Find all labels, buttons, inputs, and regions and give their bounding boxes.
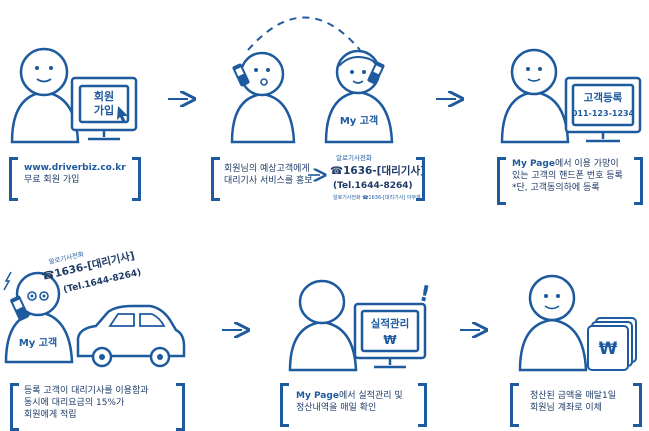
caption-bracket-left <box>280 383 289 427</box>
phone-icon <box>232 63 250 87</box>
step-3-illustration: 고객등록 011-123-1234 <box>500 48 642 144</box>
caption-line: My Page에서 실적관리 및 <box>296 390 403 402</box>
caption-bracket-left <box>10 383 19 431</box>
car-icon <box>76 304 186 368</box>
step-1-illustration: 회원 가입 <box>10 47 138 144</box>
customer-label: My 고객 <box>19 336 57 349</box>
call-arc <box>247 16 361 51</box>
caption-line: 정산된 금액을 매달1일 <box>530 391 616 401</box>
caption-line: 대리기사 서비스를 홍보 <box>224 176 313 186</box>
won-icon: ₩ <box>383 333 397 347</box>
caption-bracket-right <box>416 157 425 201</box>
caption-bracket-right <box>176 383 185 431</box>
caption-bracket-right <box>634 157 643 205</box>
card-small-bottom: 알로기사전화 ☎1636-[대리기사] 아무개 <box>333 194 421 201</box>
step-5-illustration: 실적관리 ₩ ! <box>288 279 432 372</box>
screen-performance-title: 실적관리 <box>371 317 410 330</box>
caption-line: My Page에서 이용 가망이 <box>512 158 623 170</box>
card-small-top: 알로기사전화 <box>336 153 372 162</box>
caption-line: 있는 고객의 핸드폰 번호 등록 <box>512 171 623 181</box>
screen-join-line2: 가입 <box>94 103 114 117</box>
caption-bracket-right <box>132 157 141 201</box>
caption-bracket-left <box>211 157 220 201</box>
computer-monitor <box>70 76 138 141</box>
step-3-caption: My Page에서 이용 가망이 있는 고객의 핸드폰 번호 등록 *단, 고객… <box>512 158 623 194</box>
computer-monitor <box>564 76 642 143</box>
step-2-caption: 회원님의 예상고객에게 대리기사 서비스를 홍보 <box>224 163 313 187</box>
caption-line: 회원님의 예상고객에게 <box>224 164 310 174</box>
caption-line: 무료 회원 가입 <box>24 175 80 185</box>
cursor-icon <box>117 106 128 123</box>
caption-line: 정산내역을 매일 확인 <box>296 403 377 413</box>
caption-bracket-right <box>633 383 642 427</box>
step-4-caption: 등록 고객이 대리기사를 이용함과 동시에 대리요금의 15%가 회원에게 적립 <box>24 385 149 421</box>
caption-bracket-left <box>497 157 506 205</box>
customer-figure <box>324 49 394 144</box>
step-4-illustration: My 고객 알로기사전화 ☎1636-[대리기사] (Tel.1644-8264… <box>3 249 186 368</box>
signal-icon <box>3 271 12 291</box>
exclamation-mark: ! <box>417 281 432 308</box>
my-page-label: My Page <box>296 391 339 401</box>
screen-register-number: 011-123-1234 <box>572 109 635 118</box>
card-tel-number: (Tel.1644-8264) <box>333 181 413 191</box>
member-figure <box>230 51 296 144</box>
money-stack-icon <box>587 317 637 371</box>
service-number-card: 알로기사전화 ☎1636-[대리기사] (Tel.1644-8264) 알로기사… <box>330 153 425 201</box>
caption-line-rest: 에서 실적관리 및 <box>338 391 403 401</box>
caption-line: 등록 고객이 대리기사를 이용함과 <box>24 386 149 396</box>
caption-line: 회원에게 적립 <box>24 410 77 420</box>
caption-line: 동시에 대리요금의 15%가 <box>24 398 125 408</box>
caption-bracket-left <box>9 157 18 201</box>
screen-join-line1: 회원 <box>94 89 114 103</box>
step-1-caption: www.driverbiz.co.kr 무료 회원 가입 <box>24 162 126 186</box>
member-figure <box>500 48 570 144</box>
step-6-caption: 정산된 금액을 매달1일 회원님 계좌로 이체 <box>530 390 616 414</box>
caption-bracket-right <box>418 383 427 427</box>
won-icon: ₩ <box>599 339 618 359</box>
member-figure <box>288 279 358 372</box>
caption-bracket-left <box>510 383 519 427</box>
customer-label: My 고객 <box>340 114 378 127</box>
member-figure <box>518 274 588 372</box>
customer-figure <box>4 271 74 364</box>
phone-icon <box>367 61 385 85</box>
computer-monitor <box>353 302 427 369</box>
screen-register-title: 고객등록 <box>584 91 623 104</box>
site-url[interactable]: www.driverbiz.co.kr <box>24 163 126 173</box>
step-6-illustration: ₩ <box>518 274 637 372</box>
member-figure <box>10 47 80 144</box>
my-page-label: My Page <box>512 159 555 169</box>
caption-note: *단, 고객동의하에 등록 <box>512 183 600 193</box>
caption-line-rest: 에서 이용 가망이 <box>554 159 619 169</box>
step-2-illustration: My 고객 <box>230 16 394 144</box>
card-service-number: ☎1636-[대리기사] <box>330 164 425 177</box>
caption-line: 회원님 계좌로 이체 <box>530 403 602 413</box>
phone-icon <box>10 295 29 321</box>
step-5-caption: My Page에서 실적관리 및 정산내역을 매일 확인 <box>296 390 403 414</box>
